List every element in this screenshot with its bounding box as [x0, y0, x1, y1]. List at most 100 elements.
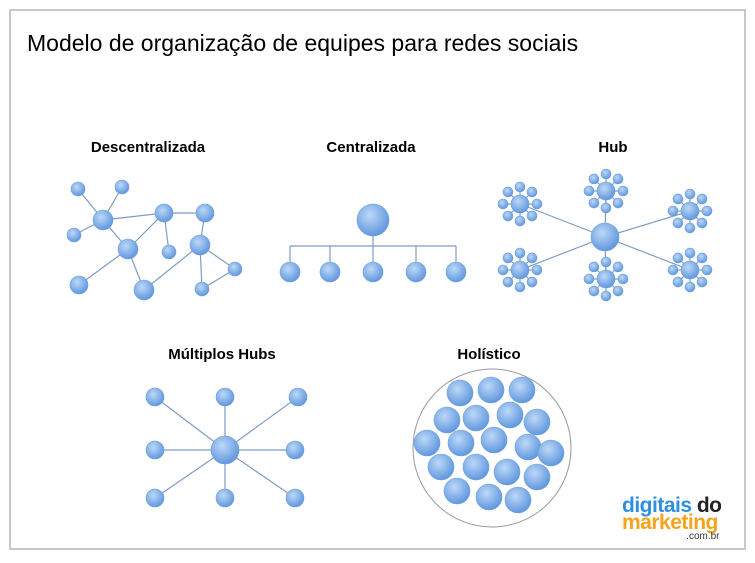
decentralized-node	[69, 275, 89, 295]
holistic-node	[475, 483, 503, 511]
decentralized-node	[195, 203, 215, 223]
hub-satellite-node	[672, 252, 684, 264]
hub-satellite-node	[701, 264, 713, 276]
holistic-node	[462, 453, 490, 481]
hub-satellite-node	[612, 173, 624, 185]
hub-satellite-node	[502, 252, 514, 264]
hub-satellite-node	[696, 252, 708, 264]
holistic-node	[433, 406, 461, 434]
central-leaf-node	[319, 261, 341, 283]
logo-text: digitais	[622, 494, 692, 517]
hub-satellite-node	[583, 273, 595, 285]
hub-edge	[519, 236, 606, 271]
hub-satellite-node	[667, 205, 679, 217]
hub-satellite-node	[526, 276, 538, 288]
holistic-node	[443, 477, 471, 505]
multi-hub-node	[145, 488, 165, 508]
central-leaf-node	[279, 261, 301, 283]
label-hub: Hub	[598, 139, 628, 156]
label-descentralizada: Descentralizada	[90, 139, 206, 156]
holistic-node	[496, 401, 524, 429]
holistic-node	[537, 439, 565, 467]
central-leaf-node	[445, 261, 467, 283]
holistic-node	[504, 486, 532, 514]
decentralized-node	[92, 209, 114, 231]
hub-satellite-node	[514, 215, 526, 227]
hub-satellite-node	[684, 247, 696, 259]
decentralized-edge	[143, 244, 201, 291]
holistic-node	[462, 404, 490, 432]
hub-satellite-node	[588, 285, 600, 297]
hub-satellite-node	[696, 193, 708, 205]
multi-hub-node	[145, 440, 165, 460]
logo-text: .com.br	[686, 531, 720, 542]
holistic-node	[523, 463, 551, 491]
hub-satellite-node	[588, 261, 600, 273]
hub-satellite-node	[600, 256, 612, 268]
logo-text: marketing	[622, 511, 718, 534]
central-leaf-node	[405, 261, 427, 283]
hub-satellite-node	[701, 205, 713, 217]
hub-satellite-node	[696, 217, 708, 229]
hub-satellite-node	[583, 185, 595, 197]
sub-hub-node	[596, 269, 616, 289]
hub-satellite-node	[684, 222, 696, 234]
central-hub-node	[356, 203, 390, 237]
holistic-node	[447, 429, 475, 457]
multi-hub-node	[145, 387, 165, 407]
sub-hub-node	[596, 181, 616, 201]
hub-satellite-node	[497, 264, 509, 276]
holistic-node	[508, 376, 536, 404]
multi-hub-node	[215, 387, 235, 407]
hub-satellite-node	[696, 276, 708, 288]
hub-satellite-node	[612, 197, 624, 209]
sub-hub-node	[510, 194, 530, 214]
label-multiplos-hubs: Múltiplos Hubs	[168, 346, 276, 363]
hub-satellite-node	[684, 188, 696, 200]
decentralized-node	[154, 203, 174, 223]
sub-hub-node	[510, 260, 530, 280]
multi-hub-node	[215, 488, 235, 508]
decentralized-node	[189, 234, 211, 256]
holistic-node	[477, 376, 505, 404]
hub-satellite-node	[526, 186, 538, 198]
multi-hub-center-node	[210, 435, 240, 465]
decentralized-node	[133, 279, 155, 301]
hub-satellite-node	[514, 181, 526, 193]
holistic-node	[480, 426, 508, 454]
hub-satellite-node	[600, 168, 612, 180]
hub-satellite-node	[588, 197, 600, 209]
multi-hub-node	[285, 440, 305, 460]
hub-satellite-node	[672, 217, 684, 229]
decentralized-node	[117, 238, 139, 260]
hub-satellite-node	[588, 173, 600, 185]
hub-satellite-node	[672, 193, 684, 205]
sub-hub-node	[680, 260, 700, 280]
multi-hub-edge	[154, 396, 226, 451]
decentralized-node	[114, 179, 130, 195]
hub-edge	[604, 236, 691, 271]
sub-hub-node	[680, 201, 700, 221]
hub-center-node	[590, 222, 620, 252]
hub-satellite-node	[502, 276, 514, 288]
hub-satellite-node	[502, 210, 514, 222]
logo-text: do	[696, 494, 722, 517]
logo-digitais-do-marketing: digitais do marketing .com.br	[622, 494, 722, 542]
hub-satellite-node	[526, 210, 538, 222]
multi-hub-node	[288, 387, 308, 407]
label-holistico: Holístico	[457, 346, 521, 363]
slide-title: Modelo de organização de equipes para re…	[27, 30, 579, 56]
hub-satellite-node	[600, 202, 612, 214]
decentralized-node	[194, 281, 210, 297]
holistic-node	[413, 429, 441, 457]
decentralized-node	[227, 261, 243, 277]
hub-satellite-node	[672, 276, 684, 288]
hub-satellite-node	[531, 198, 543, 210]
decentralized-node	[66, 227, 82, 243]
decentralized-node	[70, 181, 86, 197]
multi-hub-edge	[224, 396, 299, 451]
hub-satellite-node	[667, 264, 679, 276]
hub-satellite-node	[612, 261, 624, 273]
holistic-boundary	[412, 368, 572, 528]
